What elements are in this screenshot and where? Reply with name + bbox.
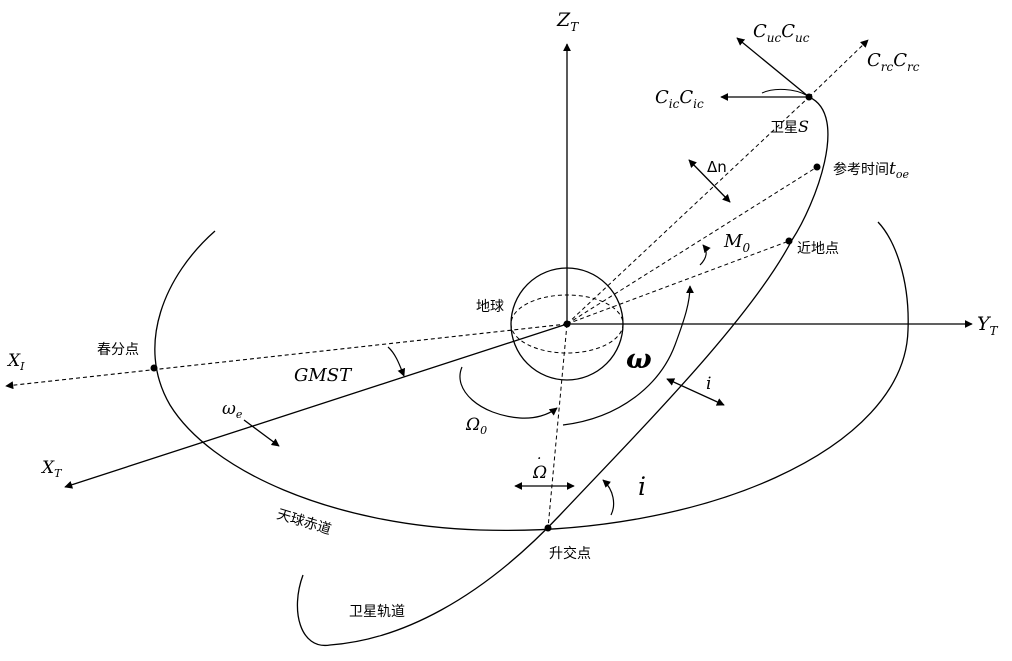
m0-arc — [699, 244, 711, 266]
radius-to-perigee — [566, 240, 790, 325]
earth-equator-dashed — [510, 294, 624, 354]
radius-to-satellite — [566, 96, 810, 325]
omega-e-label: ωe — [222, 399, 243, 421]
crc-label: CrcCrc — [867, 50, 920, 74]
omega-dot-label: Ω — [532, 463, 547, 483]
satellite-point — [805, 93, 813, 101]
radial-direction-line — [808, 39, 869, 98]
perigee-point — [785, 237, 793, 245]
perigee-label: 近地点 — [797, 241, 839, 257]
satellite-orbit-curve — [296, 96, 829, 646]
satellite-label: 卫星S — [770, 117, 809, 136]
gmst-arc — [387, 346, 406, 377]
radius-to-ref-time — [566, 166, 818, 325]
satellite-small-arc — [761, 88, 807, 96]
omega0-arc — [459, 366, 558, 419]
i-large-label: i — [638, 472, 646, 501]
x-t-axis-label: XT — [40, 458, 63, 480]
celestial-equator-curve — [154, 221, 909, 532]
ascending-node-point — [544, 524, 552, 532]
omega-label: ω — [626, 344, 652, 375]
celestial-equator-label: 天球赤道 — [275, 507, 333, 539]
x-t-axis-line — [64, 323, 568, 489]
y-axis-label: YT — [977, 313, 999, 338]
delta-n-label: Δn — [707, 158, 727, 176]
satellite-orbit-label: 卫星轨道 — [349, 604, 405, 620]
omega-dot-mark: · — [537, 451, 541, 467]
delta-n-arrow — [688, 159, 731, 203]
ascending-node-label: 升交点 — [549, 545, 591, 562]
cuc-arrow — [736, 37, 810, 98]
origin-point — [563, 320, 571, 328]
i-small-label: i — [706, 374, 711, 394]
ref-time-label: 参考时间toe — [833, 159, 909, 181]
m0-label: M0 — [723, 231, 750, 255]
line-to-ascending-node — [547, 323, 568, 529]
earth-label: 地球 — [476, 299, 504, 315]
x-i-axis-line — [5, 323, 568, 390]
vernal-equinox-label: 春分点 — [97, 342, 139, 358]
omega-arc — [562, 285, 694, 426]
x-i-axis-label: XI — [6, 351, 25, 373]
vernal-equinox-point — [150, 364, 158, 372]
cic-label: CicCic — [655, 87, 704, 111]
omega0-label: Ω0 — [465, 415, 487, 437]
ref-time-point — [813, 163, 821, 171]
z-axis-label: ZT — [556, 9, 579, 34]
gmst-label: GMST — [294, 365, 353, 386]
i-arrow — [666, 378, 725, 406]
inclination-arc — [602, 479, 615, 516]
omega-e-arrow — [243, 419, 280, 447]
cuc-label: CucCuc — [753, 21, 810, 45]
